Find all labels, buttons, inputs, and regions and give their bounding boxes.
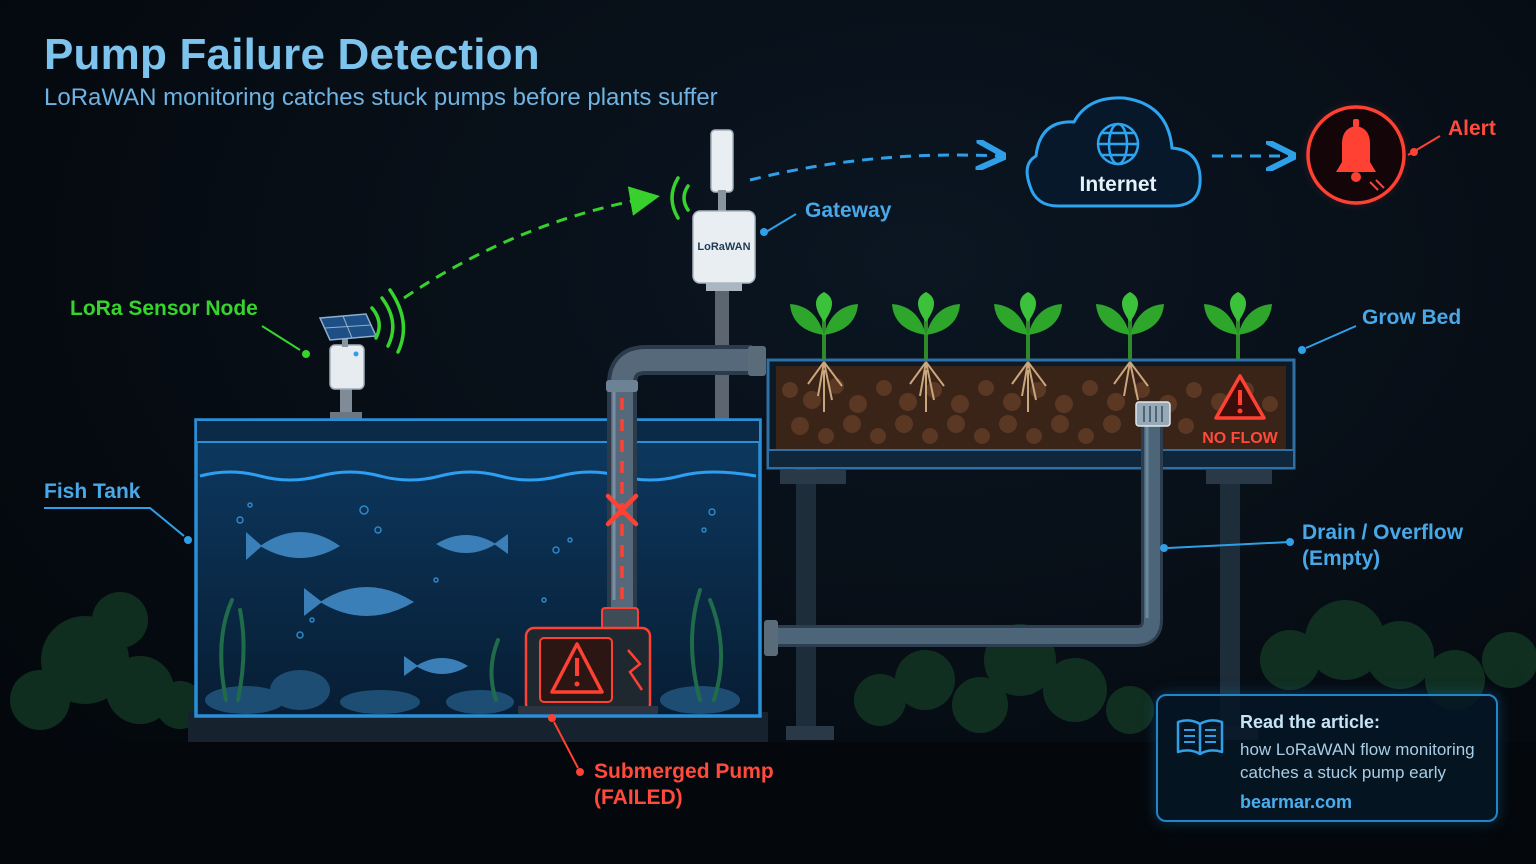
fish-tank-label: Fish Tank: [44, 480, 141, 503]
page-subtitle: LoRaWAN monitoring catches stuck pumps b…: [44, 84, 718, 111]
pump-label-line1: Submerged Pump: [594, 760, 774, 783]
pump-label-line2: (FAILED): [594, 786, 683, 809]
solar-panel-icon: [318, 313, 378, 341]
gateway-device: LoRaWAN: [692, 129, 756, 420]
gateway-badge: LoRaWAN: [697, 241, 750, 253]
fish-tank: [188, 418, 768, 742]
article-text-line2: catches a stuck pump early: [1240, 763, 1446, 782]
supply-pipe: [606, 345, 766, 612]
no-flow-label: NO FLOW: [1202, 430, 1278, 447]
cross-icon: [605, 493, 639, 527]
gateway-to-internet-link: [749, 155, 1000, 182]
leader-lines: [44, 213, 1357, 776]
drain-label-line2: (Empty): [1302, 547, 1381, 570]
fish-icon: [246, 532, 508, 676]
internet-cloud: Internet: [1025, 96, 1202, 208]
gateway-label: Gateway: [805, 199, 892, 222]
article-text-line1: how LoRaWAN flow monitoring: [1240, 740, 1475, 759]
page-title: Pump Failure Detection: [44, 30, 540, 79]
submerged-pump: [518, 607, 658, 714]
globe-icon: [1096, 122, 1140, 166]
article-card[interactable]: Read the article: how LoRaWAN flow monit…: [1156, 694, 1498, 822]
plant-icon: [790, 292, 1272, 412]
signal-waves-icon: [370, 288, 406, 354]
bell-icon: [1336, 119, 1376, 182]
grow-bed-label: Grow Bed: [1362, 306, 1462, 329]
alert-label: Alert: [1448, 117, 1496, 140]
article-link[interactable]: bearmar.com: [1240, 792, 1353, 812]
alert-badge: [1300, 99, 1441, 211]
sensor-node-label: LoRa Sensor Node: [70, 297, 258, 320]
lora-sensor-node: [318, 288, 406, 420]
book-icon: [1176, 719, 1224, 756]
warning-icon: [550, 642, 604, 694]
drain-label-line1: Drain / Overflow: [1302, 521, 1464, 544]
internet-label: Internet: [1079, 173, 1156, 196]
article-heading: Read the article:: [1240, 712, 1381, 732]
lora-uplink-arrow: [403, 186, 660, 300]
no-flow-warning: NO FLOW: [1202, 374, 1279, 447]
signal-waves-icon: [670, 176, 690, 220]
drain-pipe: [764, 401, 1171, 656]
